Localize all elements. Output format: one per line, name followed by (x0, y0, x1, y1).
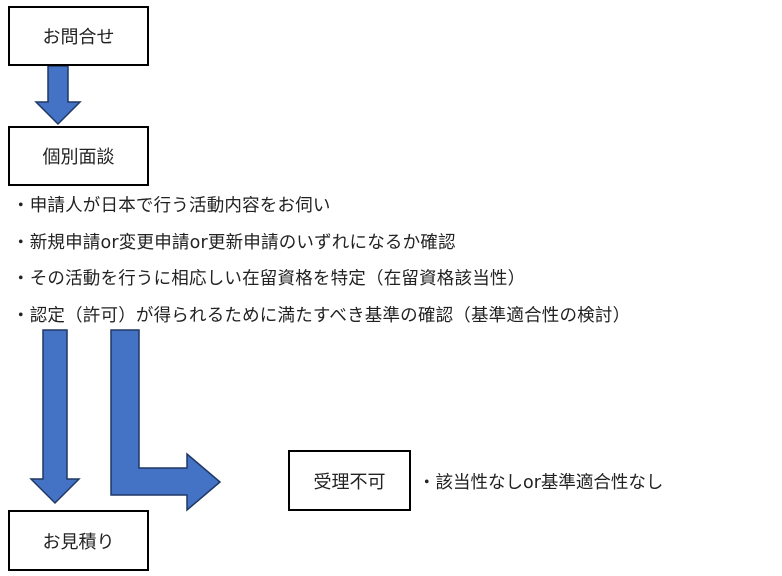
rejected-reason: ・該当性なしor基準適合性なし (418, 473, 664, 493)
interview-point: ・その活動を行うに相応しい在留資格を特定（在留資格該当性） (12, 269, 526, 289)
interview-point: ・申請人が日本で行う活動内容をお伺い (12, 196, 331, 216)
rejected-box: 受理不可 (288, 450, 411, 511)
interview-point: ・新規申請or変更申請or更新申請のいずれになるか確認 (12, 233, 456, 253)
arrow-down-inquiry-to-interview (34, 65, 82, 126)
rejected-label: 受理不可 (313, 471, 386, 493)
arrow-bent-to-rejected (110, 329, 222, 512)
interview-box: 個別面談 (8, 126, 149, 186)
inquiry-label: お問合せ (42, 27, 115, 48)
estimate-box: お見積り (8, 510, 149, 571)
inquiry-box: お問合せ (8, 6, 149, 66)
arrow-down-to-estimate (29, 329, 81, 505)
estimate-label: お見積り (42, 531, 115, 553)
interview-label: 個別面談 (42, 147, 115, 168)
interview-point: ・認定（許可）が得られるために満たすべき基準の確認（基準適合性の検討） (12, 306, 631, 326)
